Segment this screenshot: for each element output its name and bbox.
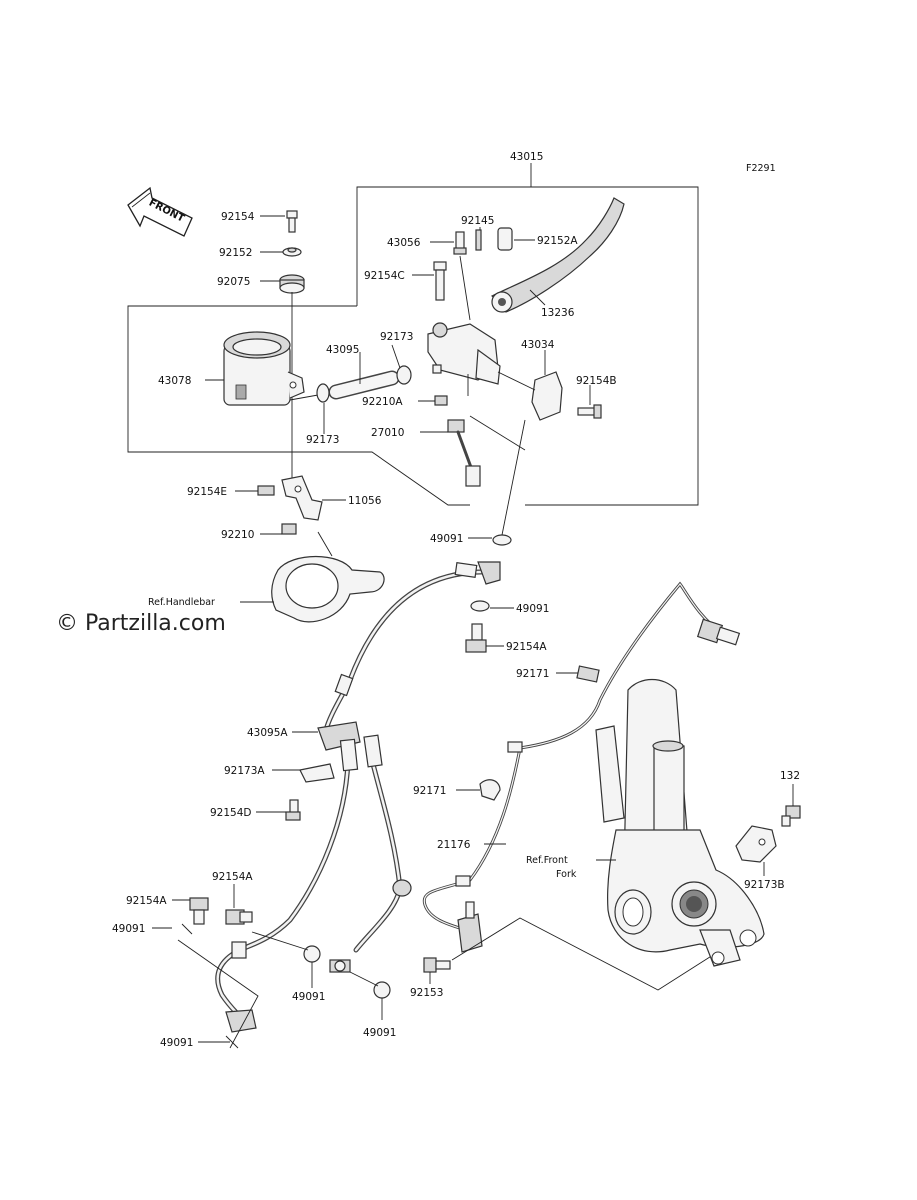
label-49091-d: 49091 [292, 991, 325, 1003]
fork-bolt [781, 805, 801, 827]
label-92145: 92145 [461, 215, 494, 227]
master-cylinder-assembly-frame [127, 163, 699, 506]
wire-clip-lower [479, 779, 501, 801]
label-92153: 92153 [410, 987, 443, 999]
front-arrow-icon: FRONT [127, 186, 193, 237]
master-cylinder-body [427, 322, 501, 396]
bracket-bolt [257, 485, 275, 496]
label-49091-f: 49091 [160, 1037, 193, 1049]
label-49091-a: 49091 [430, 533, 463, 545]
banjo-washer-upper [492, 534, 512, 546]
brake-hose-main [323, 561, 501, 733]
label-49091-e: 49091 [363, 1027, 396, 1039]
brake-lever [491, 197, 625, 313]
joint-bolt [285, 799, 301, 821]
lever-collar [497, 227, 513, 251]
partzilla-watermark: © Partzilla.com [56, 611, 226, 636]
label-92154A-a: 92154A [506, 641, 547, 653]
label-92210: 92210 [221, 529, 254, 541]
bleeder-valve [453, 231, 467, 255]
label-43056: 43056 [387, 237, 421, 249]
banjo-bolt-center [225, 909, 253, 925]
label-92152A: 92152A [537, 235, 578, 247]
hose-clamp-lower [316, 383, 330, 403]
label-49091-c: 49091 [112, 923, 145, 935]
banjo-fitting-right [329, 959, 351, 973]
label-92154E: 92154E [187, 486, 227, 498]
brake-hose-left-branch [237, 738, 359, 953]
label-ref-front-fork-line1: Ref.Front [526, 855, 568, 866]
pivot-bolt [433, 261, 447, 301]
label-92173-lower: 92173 [306, 434, 339, 446]
label-ref-front-fork-line2: Fork [556, 869, 577, 880]
label-43095: 43095 [326, 344, 359, 356]
reservoir-grommet [279, 274, 305, 294]
label-92154B: 92154B [576, 375, 617, 387]
label-92210A: 92210A [362, 396, 403, 408]
label-13236: 13236 [541, 307, 575, 319]
reservoir-hose [328, 370, 400, 400]
banjo-washer-second [470, 600, 490, 612]
label-43095A: 43095A [247, 727, 288, 739]
label-92154D: 92154D [210, 807, 252, 819]
banjo-washer-left-low [303, 945, 321, 963]
reservoir-washer [282, 247, 302, 257]
diagram-code: F2291 [746, 163, 776, 174]
label-92152: 92152 [219, 247, 252, 259]
label-92154A-c: 92154A [212, 871, 253, 883]
banjo-washer-right-low [373, 981, 391, 999]
front-fork-reference [595, 678, 765, 967]
reservoir-bracket [281, 475, 323, 521]
label-43078: 43078 [158, 375, 191, 387]
abs-sensor-wire [422, 581, 741, 953]
banjo-bolt-left [189, 897, 209, 925]
label-11056: 11056 [348, 495, 382, 507]
label-27010: 27010 [371, 427, 404, 439]
banjo-bolt-upper [465, 623, 487, 653]
label-92173B: 92173B [744, 879, 785, 891]
hose-clamp-upper [396, 365, 412, 385]
label-92171-b: 92171 [413, 785, 446, 797]
label-92173-upper: 92173 [380, 331, 413, 343]
brake-hose-lower-left [215, 941, 257, 1033]
clamp-bolt [577, 404, 602, 419]
label-132: 132 [780, 770, 800, 782]
bracket-nut [281, 523, 297, 535]
hose-clamp-92173A [299, 763, 335, 783]
spring-pin [475, 229, 482, 251]
brake-fluid-reservoir [223, 331, 305, 406]
wire-clip-upper [576, 665, 600, 683]
reservoir-cap-screw [286, 210, 298, 233]
brake-hose-right-branch [353, 734, 412, 953]
label-43034: 43034 [521, 339, 555, 351]
label-92173A: 92173A [224, 765, 265, 777]
wire-clamp-92173B [735, 825, 777, 863]
label-92154C: 92154C [364, 270, 405, 282]
sensor-bolt [423, 957, 451, 973]
label-92075: 92075 [217, 276, 250, 288]
brake-light-switch [447, 419, 481, 487]
label-92171-a: 92171 [516, 668, 549, 680]
label-49091-b: 49091 [516, 603, 549, 615]
handlebar-clamp-reference [271, 531, 385, 623]
label-92154A-b: 92154A [126, 895, 167, 907]
label-21176: 21176 [437, 839, 471, 851]
master-cylinder-clamp [497, 371, 563, 421]
label-ref-handlebar: Ref.Handlebar [148, 597, 215, 608]
lever-nut [434, 395, 448, 406]
label-92154: 92154 [221, 211, 255, 223]
label-43015: 43015 [510, 151, 543, 163]
